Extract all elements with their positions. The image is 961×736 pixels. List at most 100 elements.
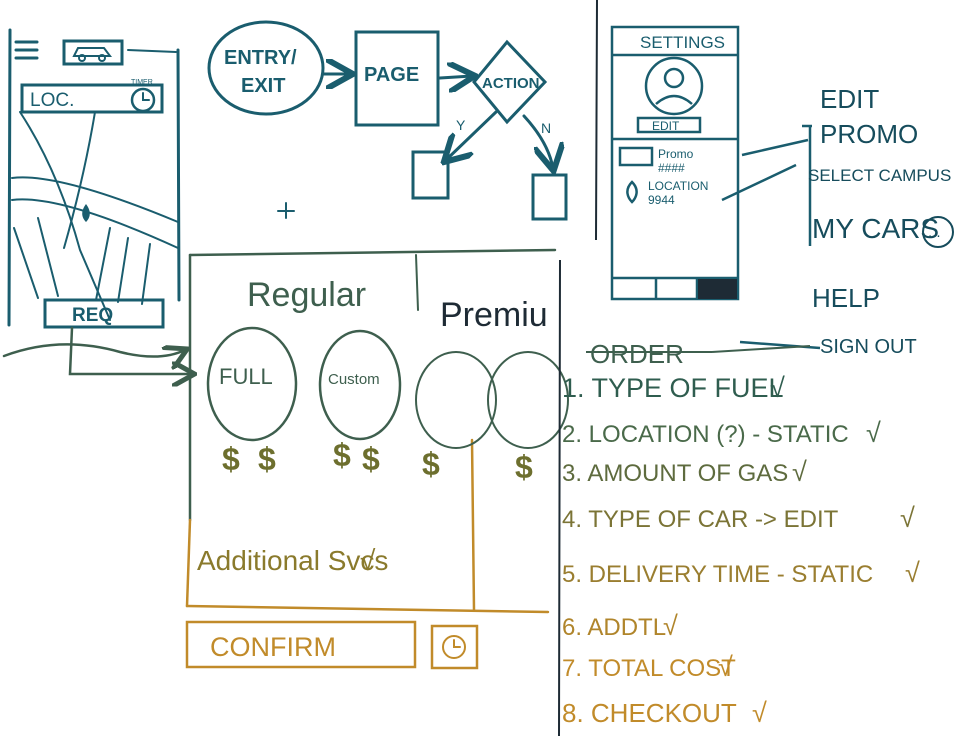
price-custom-1: $: [333, 437, 351, 473]
price-custom-2: $: [362, 441, 380, 477]
no-result-box: [531, 173, 568, 221]
menu-item-help[interactable]: HELP: [812, 283, 880, 313]
no-label: N: [541, 120, 551, 136]
order-item-6: 6. ADDTL: [562, 614, 666, 641]
page-label: PAGE: [364, 64, 419, 86]
profile-avatar-icon[interactable]: [644, 56, 704, 116]
page-box: [354, 30, 440, 127]
hamburger-icon: [14, 40, 39, 60]
schedule-clock-icon: [442, 635, 466, 659]
price-premium-1: $: [422, 446, 440, 482]
action-label: ACTION: [482, 75, 540, 92]
order-item-7-check: √: [718, 652, 733, 682]
entry-exit-label-1: ENTRY/: [224, 47, 297, 69]
center-divider-line: [558, 0, 598, 736]
map-pin-icon: [82, 204, 90, 222]
order-item-2: 2. LOCATION (?) - STATIC: [562, 421, 849, 448]
clock-hands: [142, 92, 150, 101]
custom-option-label: Custom: [328, 371, 380, 388]
request-button[interactable]: REQ: [43, 298, 165, 329]
fuel-frame-left-lower: [185, 518, 192, 608]
order-item-8: 8. CHECKOUT: [562, 698, 737, 728]
order-item-4: 4. TYPE OF CAR -> EDIT: [562, 506, 839, 533]
car-logo-box: [62, 39, 124, 66]
order-item-1-check: √: [770, 373, 785, 403]
order-item-5: 5. DELIVERY TIME - STATIC: [562, 561, 873, 588]
fuel-screen: [185, 248, 569, 670]
clock-icon[interactable]: [130, 87, 156, 113]
settings-location-label: LOCATION: [648, 179, 708, 193]
settings-edit-button[interactable]: [636, 116, 702, 134]
order-item-3-check: √: [792, 457, 807, 487]
action-diamond: [472, 39, 548, 125]
settings-frame: [610, 25, 740, 301]
promo-card-icon: [618, 146, 654, 167]
order-title: ORDER: [590, 339, 684, 369]
order-item-1: 1. TYPE OF FUEL: [562, 373, 784, 403]
premium-tab-label[interactable]: Premiu: [440, 296, 548, 334]
settings-screen: [610, 25, 821, 350]
location-field[interactable]: [20, 83, 164, 114]
map-phone-frame: [7, 28, 181, 327]
order-item-3: 3. AMOUNT OF GAS: [562, 460, 788, 487]
price-full-1: $: [222, 441, 240, 477]
timer-label: TIMER: [131, 79, 153, 86]
confirm-button[interactable]: [185, 620, 417, 669]
car-logo-icon: [72, 47, 112, 62]
yes-label: Y: [456, 117, 466, 133]
avatar-head: [663, 67, 685, 89]
option-custom[interactable]: [318, 329, 402, 441]
promo-pointer-line: [741, 138, 809, 157]
menu-item-promo[interactable]: PROMO: [820, 119, 918, 149]
order-item-6-check: √: [663, 611, 678, 641]
fuel-frame-bottom: [185, 604, 550, 614]
entry-exit-circle: [207, 20, 325, 116]
flow-legend: [207, 20, 568, 221]
order-item-5-check: √: [905, 558, 920, 588]
order-connector-line: [711, 345, 811, 353]
schedule-clock-hands: [453, 639, 461, 648]
yes-result-box: [411, 150, 450, 200]
order-item-4-check: √: [900, 503, 915, 533]
arrow-req-to-fuel: [68, 326, 192, 374]
menu-item-edit[interactable]: EDIT: [820, 84, 879, 114]
option-full[interactable]: [206, 326, 298, 442]
curve-arrow-to-fuel: [2, 343, 185, 356]
map-phone-sketch: [7, 28, 181, 327]
promo-value: ####: [658, 161, 685, 175]
arrow-no: [522, 114, 553, 168]
premium-tab-divider: [415, 254, 419, 311]
menu-item-select-campus[interactable]: SELECT CAMPUS: [808, 166, 951, 185]
menu-item-sign-out[interactable]: SIGN OUT: [820, 336, 917, 358]
active-tab-indicator[interactable]: [698, 279, 737, 299]
entry-exit-label-2: EXIT: [241, 75, 285, 97]
map-roads: [11, 111, 179, 321]
price-full-2: $: [258, 441, 276, 477]
small-plus-mark: [277, 202, 295, 219]
order-checklist: ORDER 1. TYPE OF FUEL √ 2. LOCATION (?) …: [562, 339, 920, 728]
confirm-button-label: CONFIRM: [210, 632, 336, 662]
more-options-label: ...: [928, 224, 941, 241]
settings-title: SETTINGS: [640, 33, 725, 52]
menu-item-my-cars[interactable]: MY CARS: [812, 213, 939, 244]
more-options-icon[interactable]: [922, 216, 954, 248]
order-item-7: 7. TOTAL COST: [562, 655, 736, 682]
additional-services-label[interactable]: Additional Svcs: [197, 545, 388, 576]
location-pointer-line: [721, 163, 797, 202]
header-divider: [127, 49, 177, 53]
avatar-body: [655, 94, 693, 105]
schedule-button[interactable]: [430, 624, 479, 670]
arrow-yes: [446, 110, 498, 160]
promo-label: Promo: [658, 147, 694, 161]
settings-edit-label: EDIT: [652, 119, 680, 133]
option-premium-custom[interactable]: [487, 351, 569, 449]
regular-tab-label[interactable]: Regular: [247, 276, 366, 314]
arrow-page-to-action: [438, 76, 472, 78]
option-premium-full[interactable]: [415, 351, 497, 449]
full-option-label: FULL: [219, 364, 273, 389]
request-button-label: REQ: [72, 305, 113, 326]
location-label: LOC.: [30, 90, 74, 111]
fuel-frame-right: [470, 438, 476, 612]
fuel-frame-top: [188, 248, 557, 257]
